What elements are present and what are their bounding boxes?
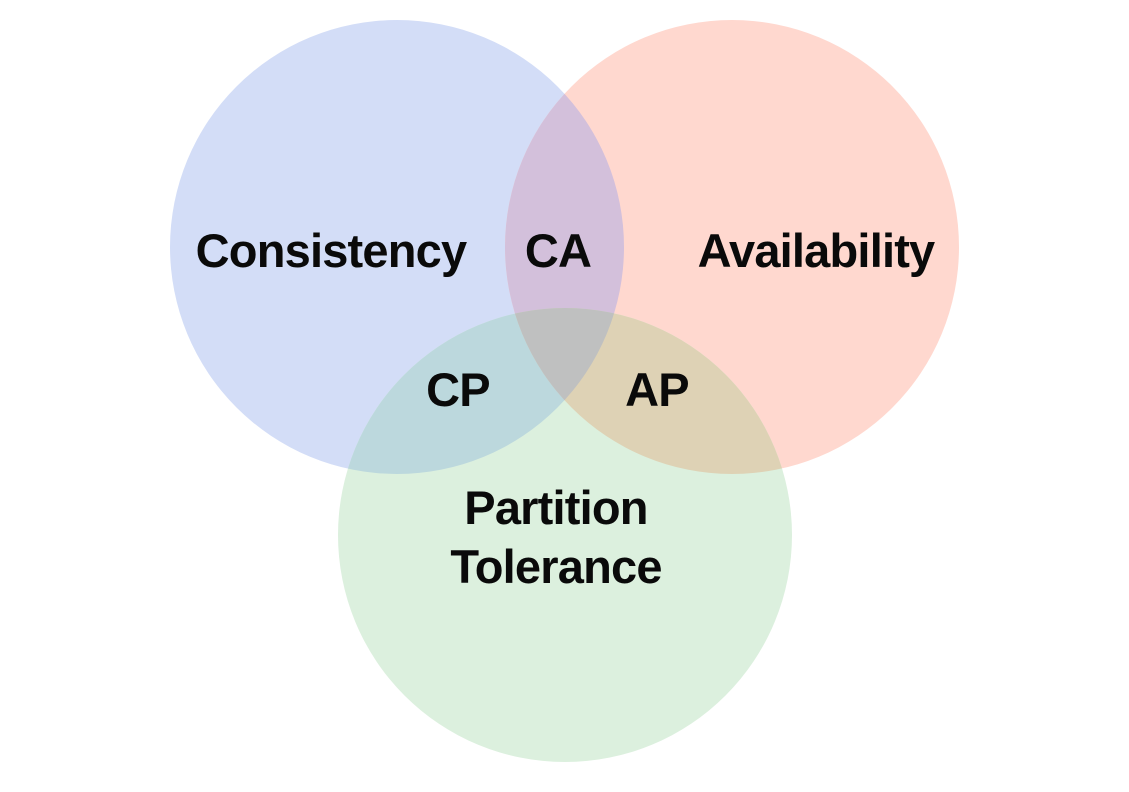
consistency-label: Consistency	[196, 224, 467, 277]
availability-label: Availability	[698, 224, 935, 277]
partition-tolerance-label-line1: Partition	[464, 481, 647, 534]
ap-intersection-region	[505, 308, 792, 474]
cp-intersection-region	[338, 308, 624, 474]
partition-tolerance-label-line2: Tolerance	[450, 540, 661, 593]
ap-label: AP	[625, 363, 689, 416]
cp-label: CP	[426, 363, 490, 416]
ca-label: CA	[525, 224, 591, 277]
